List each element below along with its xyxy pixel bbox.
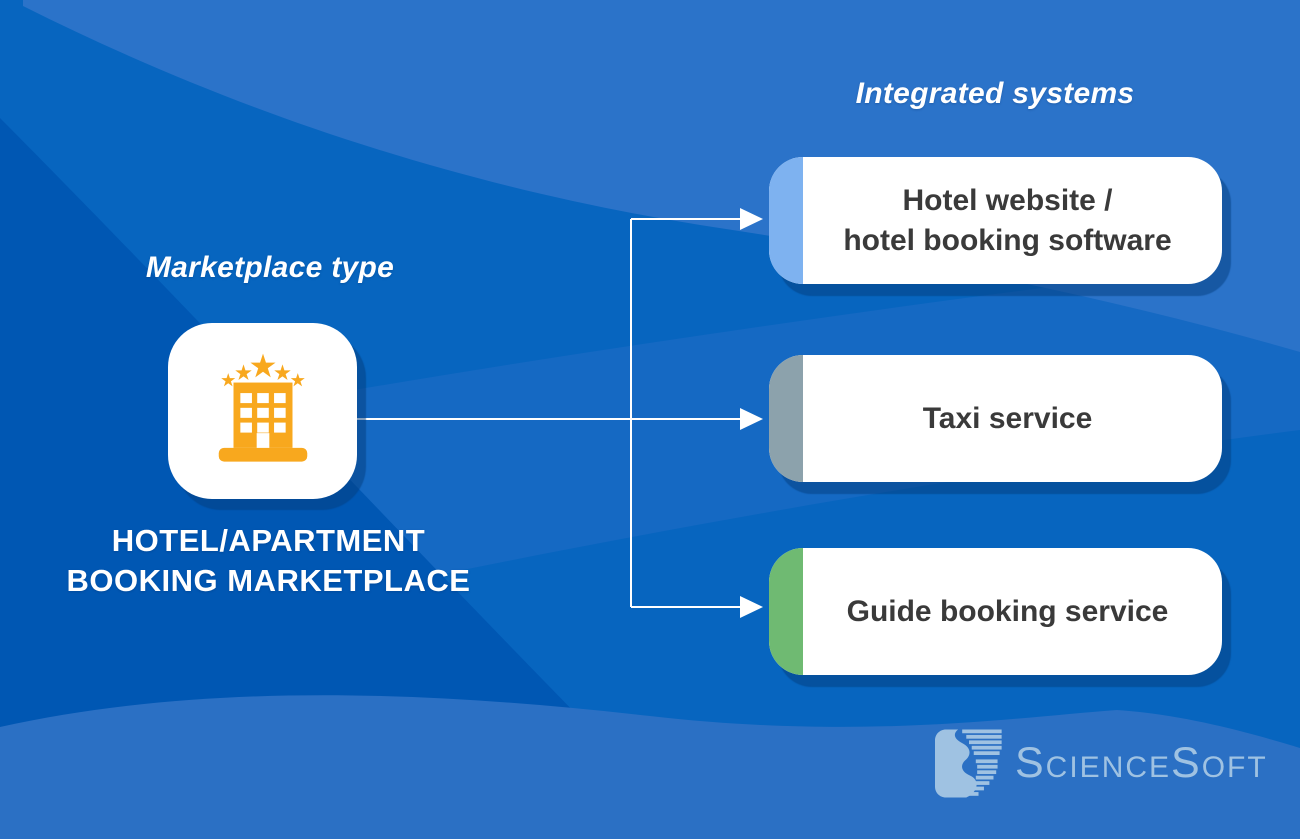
marketplace-icon-card — [168, 323, 357, 499]
card-accent-strip — [769, 548, 803, 675]
card-accent-strip — [769, 157, 803, 284]
sciencesoft-logo-icon — [935, 729, 1002, 798]
card-guide-booking: Guide booking service — [769, 548, 1222, 675]
sciencesoft-logo-text: ScienceSoft — [1015, 739, 1268, 787]
sciencesoft-logo: ScienceSoft — [935, 727, 1268, 800]
card-accent-strip — [769, 355, 803, 482]
card-label: Hotel website / hotel booking software — [843, 183, 1172, 257]
card-label: Guide booking service — [846, 594, 1169, 628]
card-taxi-service: Taxi service — [769, 355, 1222, 482]
marketplace-title-line1: HOTEL/APARTMENT — [111, 523, 426, 558]
marketplace-title-line2: BOOKING MARKETPLACE — [66, 563, 471, 598]
integrated-systems-header: Integrated systems — [855, 77, 1135, 110]
hotel-building-icon — [218, 353, 307, 462]
card-label: Taxi service — [922, 401, 1093, 435]
marketplace-type-header: Marketplace type — [145, 251, 395, 284]
marketplace-title: HOTEL/APARTMENT BOOKING MARKETPLACE — [16, 521, 521, 601]
card-hotel-website: Hotel website / hotel booking software — [769, 157, 1222, 284]
